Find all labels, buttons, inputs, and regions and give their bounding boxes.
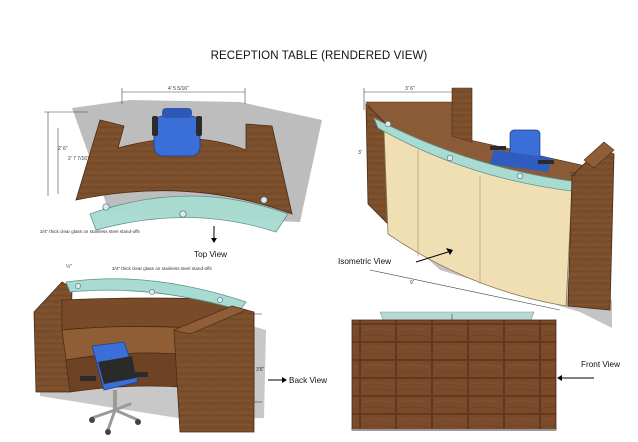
note-glass-back-view: 3/4" thick clear glass on stainless stee… <box>112 266 212 271</box>
dim-back-height: 3'6" <box>256 367 265 373</box>
top-view-drawing <box>44 88 322 243</box>
dim-top-depth-outer: 2' 6" <box>58 146 68 152</box>
dim-iso-length: 9' <box>410 280 414 286</box>
label-top-view: Top View <box>194 250 228 259</box>
top-view-dimension-lines <box>44 88 246 196</box>
front-view-drawing <box>351 311 594 431</box>
dim-iso-end: 10' <box>570 172 577 178</box>
top-view-chair <box>152 108 202 157</box>
top-view-glass <box>89 195 289 233</box>
label-isometric-view: Isometric View <box>338 257 392 266</box>
page-title: RECEPTION TABLE (RENDERED VIEW) <box>210 50 428 62</box>
note-glass-top-view: 3/4" thick clear glass on stainless stee… <box>40 229 140 234</box>
back-view-drawing <box>33 278 287 435</box>
label-front-view: Front View <box>581 360 620 369</box>
back-view-chair <box>80 341 148 435</box>
isometric-view-drawing <box>363 87 615 328</box>
dim-top-width: 4' 5 5/16" <box>168 86 189 92</box>
dim-back-small: ½" <box>66 264 72 270</box>
label-back-view: Back View <box>289 376 328 385</box>
dim-iso-height: 3' <box>358 150 362 156</box>
dim-top-depth-inner: 2' 7 7/16" <box>68 156 89 162</box>
front-view-panel <box>351 319 557 431</box>
dim-iso-width: 3' 6" <box>405 86 415 92</box>
iso-chair <box>490 129 554 172</box>
top-view-desk <box>75 119 293 215</box>
